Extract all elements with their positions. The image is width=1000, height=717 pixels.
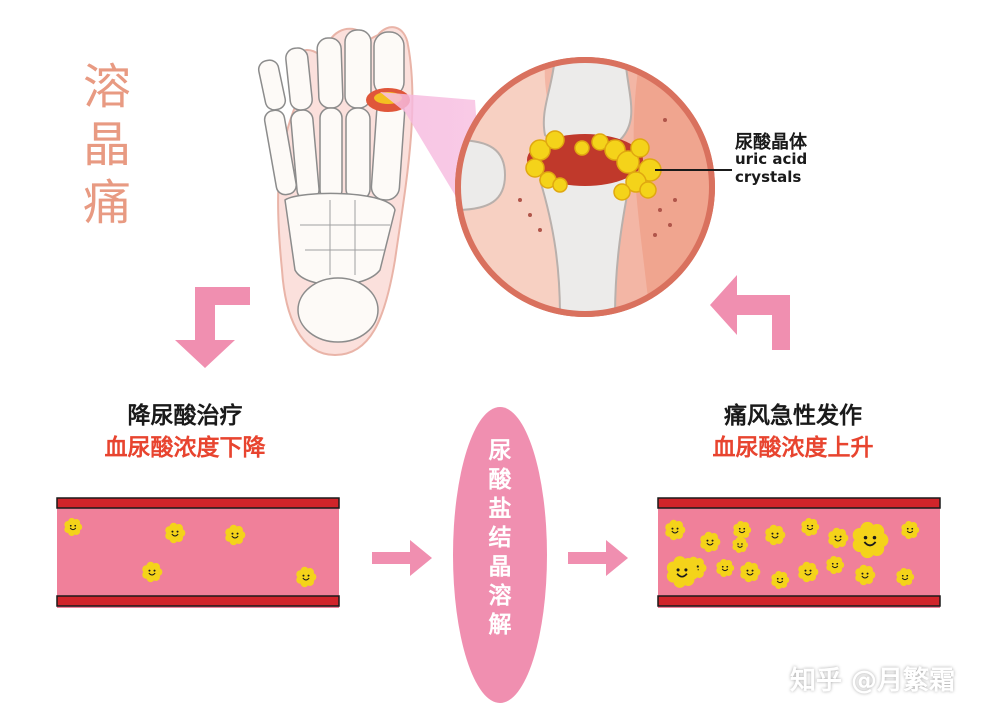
- crystal-particle: [716, 558, 735, 578]
- title-char-3: 痛: [82, 175, 131, 231]
- pill-char: 尿: [488, 438, 512, 464]
- pill-char: 溶: [488, 583, 512, 609]
- crystal-particle: [765, 524, 786, 546]
- crystal-particle: [771, 570, 790, 590]
- pill-char: 晶: [488, 554, 512, 580]
- magnification-beam: [380, 92, 485, 245]
- crystal-particle: [165, 522, 186, 544]
- crystal-particle: [733, 520, 752, 540]
- crystal-particle: [852, 521, 889, 559]
- crystal-particle: [64, 517, 83, 537]
- right-caption: 痛风急性发作 血尿酸浓度上升: [678, 400, 908, 464]
- vessel-left: [56, 497, 340, 608]
- left-caption-line2: 血尿酸浓度下降: [104, 435, 266, 461]
- crystal-particle: [666, 556, 699, 588]
- crystal-particle: [896, 567, 915, 587]
- pill-char: 解: [488, 612, 512, 638]
- crystals-right: [665, 517, 920, 590]
- crystal-particle: [801, 517, 820, 537]
- title-char-1: 溶: [82, 59, 131, 115]
- crystal-label-en: uric acid crystals: [735, 150, 855, 186]
- right-caption-line1: 痛风急性发作: [724, 403, 862, 429]
- magnifier-circle: [455, 57, 715, 317]
- crystal-particle: [901, 520, 920, 540]
- watermark: 知乎 @月繁霜: [790, 666, 956, 696]
- title-vertical: 溶 晶 痛: [72, 58, 142, 232]
- arrow-right-2: [568, 540, 628, 576]
- crystal-particle: [826, 555, 845, 575]
- crystal-particle: [225, 524, 246, 546]
- arrow-down-left: [175, 287, 250, 368]
- left-caption: 降尿酸治疗 血尿酸浓度下降: [70, 400, 300, 464]
- vessel-right: [657, 497, 941, 608]
- crystal-particle: [665, 519, 686, 541]
- crystal-particle: [142, 561, 163, 583]
- crystal-particle: [855, 564, 876, 586]
- left-caption-line1: 降尿酸治疗: [127, 403, 243, 429]
- right-caption-line2: 血尿酸浓度上升: [712, 435, 874, 461]
- crystal-label-en-line1: uric acid: [735, 150, 808, 168]
- crystal-particle: [296, 566, 317, 588]
- pill-char: 结: [488, 525, 512, 551]
- pill-char: 盐: [488, 496, 512, 522]
- crystal-particle: [700, 531, 721, 553]
- crystal-label-en-line2: crystals: [735, 168, 802, 186]
- crystal-particle: [732, 537, 749, 553]
- arrow-up-right: [710, 275, 790, 350]
- title-char-2: 晶: [82, 117, 131, 173]
- crystal-particle: [798, 561, 819, 583]
- pill-char: 酸: [488, 467, 512, 493]
- crystal-particle: [828, 527, 849, 549]
- arrow-right-1: [372, 540, 432, 576]
- center-pill-text: 尿 酸 盐 结 晶 溶 解: [468, 437, 532, 640]
- foot-illustration: [257, 26, 414, 357]
- crystals-left: [64, 517, 317, 588]
- center-pill: [453, 407, 547, 703]
- crystal-particle: [740, 561, 761, 583]
- crystal-label-cn: 尿酸晶体: [735, 132, 807, 153]
